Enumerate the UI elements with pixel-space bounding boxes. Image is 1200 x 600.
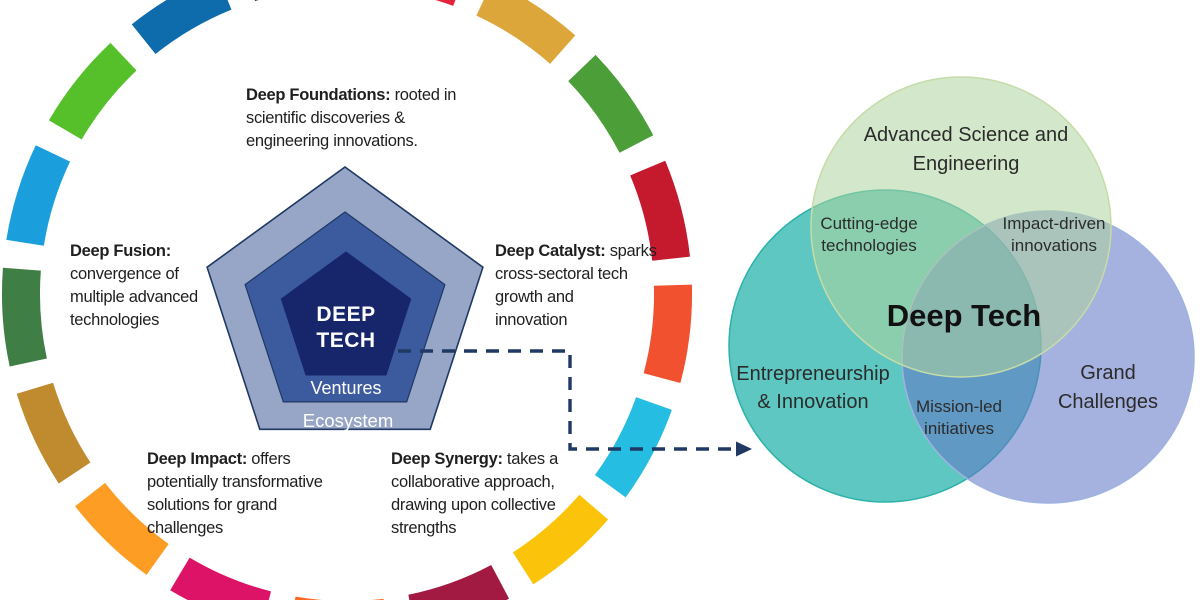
venn-center-label-deep-tech: Deep Tech — [886, 298, 1042, 333]
connector-arrowhead-icon — [736, 441, 752, 457]
annotation-title: Deep Synergy: — [391, 450, 503, 468]
sdg-ring-segment — [75, 482, 169, 575]
sdg-ring — [1, 0, 692, 600]
sdg-ring-segment — [643, 284, 692, 383]
connector-dashed-line — [398, 349, 736, 451]
annotation-title: Deep Foundations: — [246, 86, 391, 104]
venn-label-entrepreneurship: Entrepreneurship& Innovation — [736, 363, 890, 413]
connector-arrow — [398, 349, 752, 457]
sdg-ring-segment — [476, 0, 576, 65]
sdg-ring-segment — [512, 494, 609, 585]
sdg-ring-segment — [6, 145, 71, 247]
annotation-title: Deep Catalyst: — [495, 242, 606, 260]
sdg-ring-segment — [568, 54, 654, 154]
pentagon-stack — [206, 166, 484, 431]
sdg-ring-segment — [170, 557, 272, 600]
pentagon-ventures-label: Ventures — [310, 378, 382, 398]
pentagon-ecosystem-label: Ecosystem — [302, 410, 394, 431]
sdg-ring-segment — [630, 160, 690, 262]
annotation-title: Deep Impact: — [147, 450, 248, 468]
sdg-ring-segment — [594, 396, 672, 498]
annotation-title: Deep Fusion: — [70, 242, 171, 260]
sdg-ring-segment — [131, 0, 232, 55]
venn-circle-advanced-science — [811, 77, 1111, 377]
sdg-ring-segment — [408, 564, 510, 600]
venn-circle-advanced-science-outline — [810, 76, 1112, 378]
sdg-ring-segment — [1, 267, 47, 367]
sdg-ring-segment — [16, 382, 91, 484]
pentagon-deep-tech-core — [280, 251, 412, 376]
sdg-ring-segment — [48, 42, 137, 140]
venn-circles — [728, 76, 1195, 504]
